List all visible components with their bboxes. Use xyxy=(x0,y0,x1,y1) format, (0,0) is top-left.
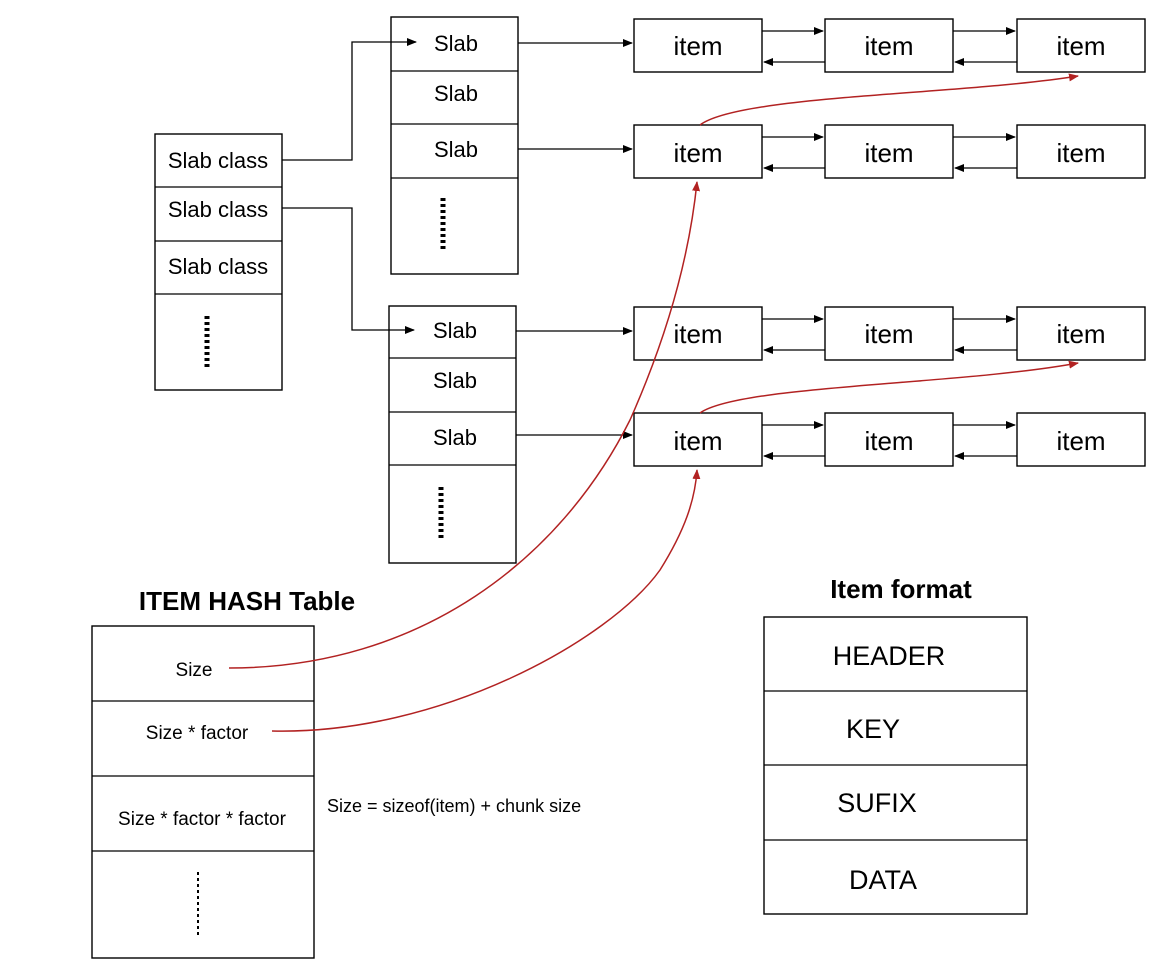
item-box xyxy=(1016,306,1146,361)
slab-class-label: Slab class xyxy=(168,197,268,222)
item-format-field: SUFIX xyxy=(837,788,917,818)
item-rows: item item item item item item item item … xyxy=(633,18,1146,467)
item-label: item xyxy=(673,319,722,349)
hash-to-item-arrow xyxy=(271,469,701,732)
hash-row-label: Size * factor xyxy=(146,723,249,744)
item-label: item xyxy=(1056,426,1105,456)
slab-group-1: Slab Slab Slab xyxy=(390,16,519,275)
slab-class-column: Slab class Slab class Slab class xyxy=(154,133,283,391)
slab-label: Slab xyxy=(433,318,477,343)
item-box xyxy=(824,18,954,73)
item-box xyxy=(824,306,954,361)
slab-box xyxy=(388,305,517,564)
item-format-title: Item format xyxy=(830,574,972,604)
item-box xyxy=(1016,18,1146,73)
hash-table-title: ITEM HASH Table xyxy=(139,586,355,616)
slab-label: Slab xyxy=(433,425,477,450)
item-box xyxy=(633,18,763,73)
size-formula: Size = sizeof(item) + chunk size xyxy=(327,796,581,816)
item-box xyxy=(633,306,763,361)
item-label: item xyxy=(673,426,722,456)
item-box xyxy=(824,412,954,467)
slab-class-to-slab-connector xyxy=(282,38,417,161)
item-label: item xyxy=(673,31,722,61)
slab-class-label: Slab class xyxy=(168,254,268,279)
hash-to-item-arrow xyxy=(228,181,701,669)
item-box xyxy=(633,412,763,467)
item-link-arrows xyxy=(762,27,1017,460)
slab-class-box xyxy=(154,133,283,391)
item-format-field: DATA xyxy=(849,865,917,895)
item-format-field: HEADER xyxy=(833,641,946,671)
slab-box xyxy=(390,16,519,275)
item-label: item xyxy=(864,138,913,168)
slab-label: Slab xyxy=(433,368,477,393)
hash-table-box xyxy=(91,625,315,959)
slab-group-2: Slab Slab Slab xyxy=(388,305,517,564)
item-label: item xyxy=(864,426,913,456)
slab-class-to-slab-connector xyxy=(282,207,415,334)
item-hash-table: ITEM HASH Table Size Size * factor Size … xyxy=(91,586,355,959)
slab-label: Slab xyxy=(434,31,478,56)
hash-chain-arrow xyxy=(699,73,1079,126)
item-label: item xyxy=(1056,138,1105,168)
hash-row-label: Size xyxy=(176,660,213,681)
item-box xyxy=(824,124,954,179)
slab-label: Slab xyxy=(434,137,478,162)
item-label: item xyxy=(673,138,722,168)
slab-to-item-arrows xyxy=(516,39,633,439)
item-label: item xyxy=(1056,319,1105,349)
item-label: item xyxy=(864,319,913,349)
slab-label: Slab xyxy=(434,81,478,106)
hash-row-label: Size * factor * factor xyxy=(118,809,287,830)
item-box xyxy=(1016,124,1146,179)
slab-class-label: Slab class xyxy=(168,148,268,173)
item-box xyxy=(1016,412,1146,467)
item-format-field: KEY xyxy=(846,714,900,744)
hash-chain-arrow xyxy=(699,360,1079,414)
item-format: Item format HEADER KEY SUFIX DATA xyxy=(763,574,1028,915)
item-box xyxy=(633,124,763,179)
item-label: item xyxy=(864,31,913,61)
item-label: item xyxy=(1056,31,1105,61)
